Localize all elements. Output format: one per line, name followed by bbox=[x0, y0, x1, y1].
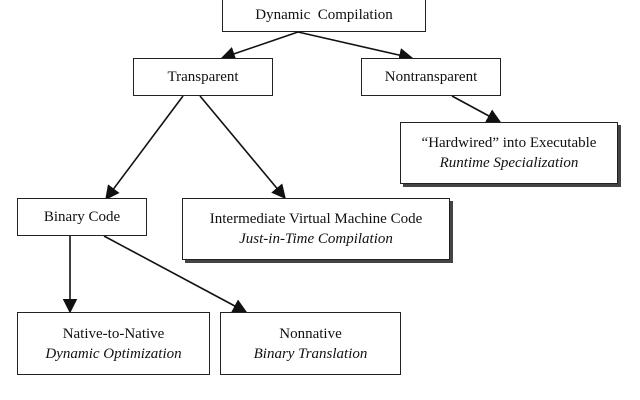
node-nonnative-sub: Binary Translation bbox=[253, 345, 368, 362]
edge-binary-nonnative bbox=[103, 235, 248, 313]
edge-transparent-binary bbox=[105, 95, 184, 201]
node-dynamic-compilation-label: Dynamic Compilation bbox=[255, 7, 393, 23]
node-binary-code: Binary Code bbox=[17, 198, 147, 236]
edge-root-transparent bbox=[220, 31, 299, 61]
node-native-to-native-label: Native-to-Native bbox=[62, 325, 165, 342]
node-nontransparent-label: Nontransparent bbox=[384, 69, 478, 85]
node-binary-code-label: Binary Code bbox=[43, 209, 121, 225]
node-intermediate-vm-sub: Just-in-Time Compilation bbox=[239, 231, 393, 247]
node-hardwired-sub: Runtime Specialization bbox=[439, 155, 579, 171]
node-hardwired: “Hardwired” into Executable Runtime Spec… bbox=[400, 122, 618, 184]
node-native-to-native-sub: Dynamic Optimization bbox=[45, 345, 182, 362]
edge-root-nontransparent bbox=[297, 31, 414, 63]
node-native-to-native: Native-to-Native Dynamic Optimization bbox=[17, 312, 210, 375]
node-transparent: Transparent bbox=[133, 58, 273, 96]
node-nonnative-label: Nonnative bbox=[279, 325, 342, 342]
edge-nontransparent-hardwired bbox=[451, 95, 502, 123]
node-dynamic-compilation: Dynamic Compilation bbox=[222, 0, 426, 32]
edge-transparent-ivm bbox=[199, 95, 286, 200]
node-intermediate-vm-label: Intermediate Virtual Machine Code bbox=[209, 211, 423, 227]
node-intermediate-vm: Intermediate Virtual Machine Code Just-i… bbox=[182, 198, 450, 260]
node-hardwired-label: “Hardwired” into Executable bbox=[421, 135, 597, 151]
node-nontransparent: Nontransparent bbox=[361, 58, 501, 96]
node-nonnative: Nonnative Binary Translation bbox=[220, 312, 401, 375]
node-transparent-label: Transparent bbox=[167, 69, 239, 85]
